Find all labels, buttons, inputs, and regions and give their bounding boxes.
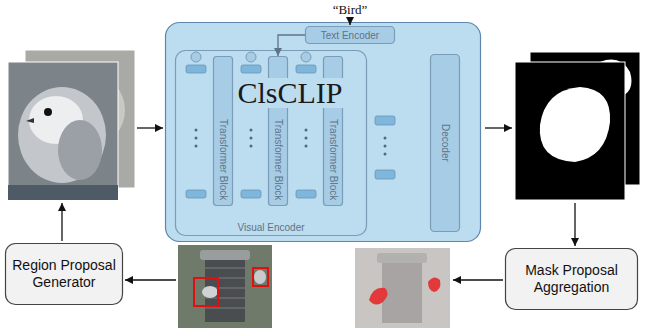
flow-arrows — [62, 17, 575, 280]
model-box: ClsCLIP Text EncoderVisual Encoder Transfo… — [165, 22, 481, 242]
token — [296, 65, 316, 73]
node-label: Transformer Block — [273, 119, 283, 200]
ellipsis-dot — [384, 153, 387, 156]
process-box: Mask Proposal Aggregation — [505, 248, 638, 310]
ellipsis-dot — [250, 129, 253, 132]
token-circle — [301, 52, 311, 62]
node-shape — [431, 55, 460, 232]
node-shape — [176, 51, 367, 236]
decoder-box: Decoder — [430, 54, 460, 232]
ellipsis-dot — [384, 137, 387, 140]
node-shape — [166, 23, 481, 242]
node-shape — [214, 57, 233, 206]
token — [186, 190, 206, 198]
prompt-label: “Bird” — [333, 3, 368, 16]
node-label: Transformer Block — [218, 119, 228, 200]
token — [296, 190, 316, 198]
ellipsis-dot — [305, 137, 308, 140]
tokens — [186, 52, 395, 198]
node-label: Region Proposal Generator — [12, 257, 116, 291]
node-label: Mask Proposal Aggregation — [512, 262, 631, 296]
process-box: Region Proposal Generator — [5, 243, 123, 305]
token — [375, 116, 395, 125]
token-circle — [191, 52, 201, 62]
proposal-boxes-image — [178, 245, 272, 328]
node-label: Text Encoder — [321, 30, 379, 41]
mask-images — [515, 52, 640, 200]
token — [186, 65, 206, 73]
ellipsis-dot — [250, 145, 253, 148]
encoder-box: Text Encoder — [305, 26, 395, 44]
ellipsis-dot — [250, 137, 253, 140]
token-circle — [246, 52, 256, 62]
ellipsis-dot — [305, 129, 308, 132]
node-label: Visual Encoder — [175, 223, 367, 233]
token — [375, 170, 395, 179]
ellipsis-dot — [195, 137, 198, 140]
token — [241, 190, 261, 198]
node-label: Transformer Block — [328, 119, 338, 200]
aggregated-mask-image — [355, 248, 450, 328]
token — [241, 65, 261, 73]
node-shape — [506, 249, 638, 310]
node-shape — [306, 27, 395, 44]
connector-arrow — [278, 35, 305, 56]
ellipsis-dot — [195, 145, 198, 148]
model-title: ClsCLIP — [235, 78, 344, 108]
ellipsis-dot — [384, 145, 387, 148]
ellipsis-dot — [195, 129, 198, 132]
node-shape — [6, 244, 123, 305]
input-images — [8, 50, 135, 200]
ellipsis-dot — [305, 145, 308, 148]
transformer-block: Transformer Block — [213, 56, 233, 206]
node-label: Decoder — [440, 124, 450, 162]
